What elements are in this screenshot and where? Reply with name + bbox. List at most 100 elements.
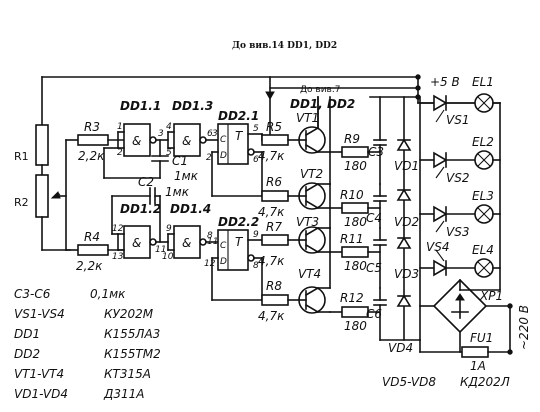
parts-vt-part: КТ315А [104, 367, 151, 381]
dd1-4-pin9: 9 [166, 224, 172, 234]
dd1-2-pin11: 11 [155, 245, 166, 255]
el3-ref: EL3 [472, 189, 494, 203]
parts-dd2-part: К155ТМ2 [104, 347, 161, 361]
r2-label: R2 [14, 196, 29, 209]
r3-resistor [65, 134, 125, 146]
r10-resistor [329, 202, 381, 214]
r11-ref: R11 [340, 232, 364, 246]
r7-value: 4,7к [258, 254, 285, 268]
c5-capacitor [373, 227, 387, 289]
dd1-3-label: DD1.3 [172, 99, 213, 113]
r12-ref: R12 [340, 291, 364, 305]
parts-c-ref: C3-C6 [14, 287, 51, 301]
r6-resistor [261, 190, 301, 202]
vd3-ref: VD3 [394, 267, 419, 281]
dd2-1-label: DD2.1 [218, 109, 259, 123]
dd2-2-label: DD2.2 [218, 215, 259, 229]
dd2-1-c: C [220, 135, 227, 145]
vs4-ref: VS4 [426, 240, 449, 254]
dd1-3-gate [167, 123, 219, 157]
parts-list: C3-C6 0,1мк VS1-VS4 КУ202М DD1 К155ЛА3 D… [14, 287, 161, 401]
c6-ref: C6 [366, 307, 382, 321]
r7-ref: R7 [266, 220, 282, 234]
dd2-2-flipflop [211, 229, 263, 301]
dd1-4-label: DD1.4 [170, 202, 211, 216]
vs3-ref: VS3 [446, 225, 469, 239]
parts-vs-ref: VS1-VS4 [14, 307, 65, 321]
dd2-1-pin2: 2 [206, 153, 212, 163]
el1-ref: EL1 [472, 75, 494, 89]
c4-capacitor [373, 183, 387, 229]
el2-ref: EL2 [472, 135, 494, 149]
dd1-1-amp: & [132, 134, 141, 148]
dd-header: DD1, DD2 [290, 97, 355, 111]
supply-label: +5 В [430, 75, 460, 89]
lamp-bank [474, 93, 501, 291]
c2-ref: C2 [138, 175, 154, 189]
vt2-ref: VT2 [300, 167, 323, 181]
vt4-transistor [298, 286, 331, 314]
c2-capacitor [111, 187, 161, 243]
dd2-1-d: D [220, 151, 227, 161]
c4-ref: C4 [366, 211, 382, 225]
potentiometer [35, 76, 71, 251]
r10-ref: R10 [340, 188, 364, 202]
dd2-1-pin6: 6 [253, 155, 259, 165]
r5-resistor [261, 134, 301, 146]
dd1-2-pin12: 12 [112, 224, 124, 234]
dd1-3-amp: & [182, 134, 191, 148]
r11-value: 180 [344, 259, 367, 273]
bridge-part: КД202Л [460, 375, 510, 389]
vt3-ref: VT3 [296, 215, 319, 229]
dd1-3-pin4: 4 [166, 122, 172, 132]
vt2-transistor [298, 182, 331, 210]
c1-capacitor [103, 139, 169, 179]
fuse-ref: FU1 [470, 331, 493, 345]
r3-value: 2,2к [78, 149, 105, 163]
dd1-4-pin8: 8 [207, 231, 213, 241]
r5-value: 4,7к [258, 149, 285, 163]
fuse [419, 339, 511, 358]
dd2-1-pin5: 5 [253, 124, 259, 134]
c6-capacitor [373, 287, 387, 341]
title-note: До вив.14 DD1, DD2 [232, 41, 337, 51]
dd2-2-d: D [220, 257, 227, 267]
dd2-2-pin12: 12 [204, 259, 216, 269]
dd2-1-flipflop [211, 123, 263, 197]
dd1-2-amp: & [132, 236, 141, 250]
parts-vs-part: КУ202М [104, 307, 154, 321]
parts-c-part: 0,1мк [90, 287, 126, 301]
r12-resistor [329, 306, 381, 318]
vt1-ref: VT1 [296, 111, 319, 125]
dd1-3-pin5: 5 [166, 148, 172, 158]
r3-ref: R3 [84, 120, 100, 134]
vt1-transistor [298, 96, 331, 154]
r6-ref: R6 [266, 175, 282, 189]
dd1-2-label: DD1.2 [120, 202, 161, 216]
r8-value: 4,7к [258, 309, 285, 323]
vt4-ref: VT4 [298, 267, 321, 281]
vd1-ref: VD1 [394, 159, 419, 173]
dd2-2-pin9: 9 [253, 230, 259, 240]
r8-ref: R8 [266, 279, 282, 293]
dd1-1-label: DD1.1 [120, 99, 161, 113]
r10-value: 180 [344, 215, 367, 229]
r9-ref: R9 [344, 132, 360, 146]
parts-dd1-part: К155ЛА3 [104, 327, 160, 341]
collector-bus [317, 96, 331, 289]
dd1-4-pin10: 10 [162, 252, 174, 262]
dd2-2-pin11: 11 [207, 237, 218, 247]
plug-xp1 [507, 303, 513, 355]
c3-capacitor [373, 96, 387, 185]
dd2-2-c: C [220, 241, 227, 251]
el4-ref: EL4 [472, 243, 494, 257]
vd4-ref: VD4 [388, 341, 413, 355]
r7-resistor [261, 234, 301, 246]
r6-value: 4,7к [258, 205, 285, 219]
fuse-value: 1А [470, 359, 486, 373]
plug-voltage: ~220 В [517, 305, 531, 350]
vd2-ref: VD2 [394, 215, 419, 229]
dd1-4-gate [167, 225, 219, 259]
parts-dd2-ref: DD2 [14, 347, 40, 361]
